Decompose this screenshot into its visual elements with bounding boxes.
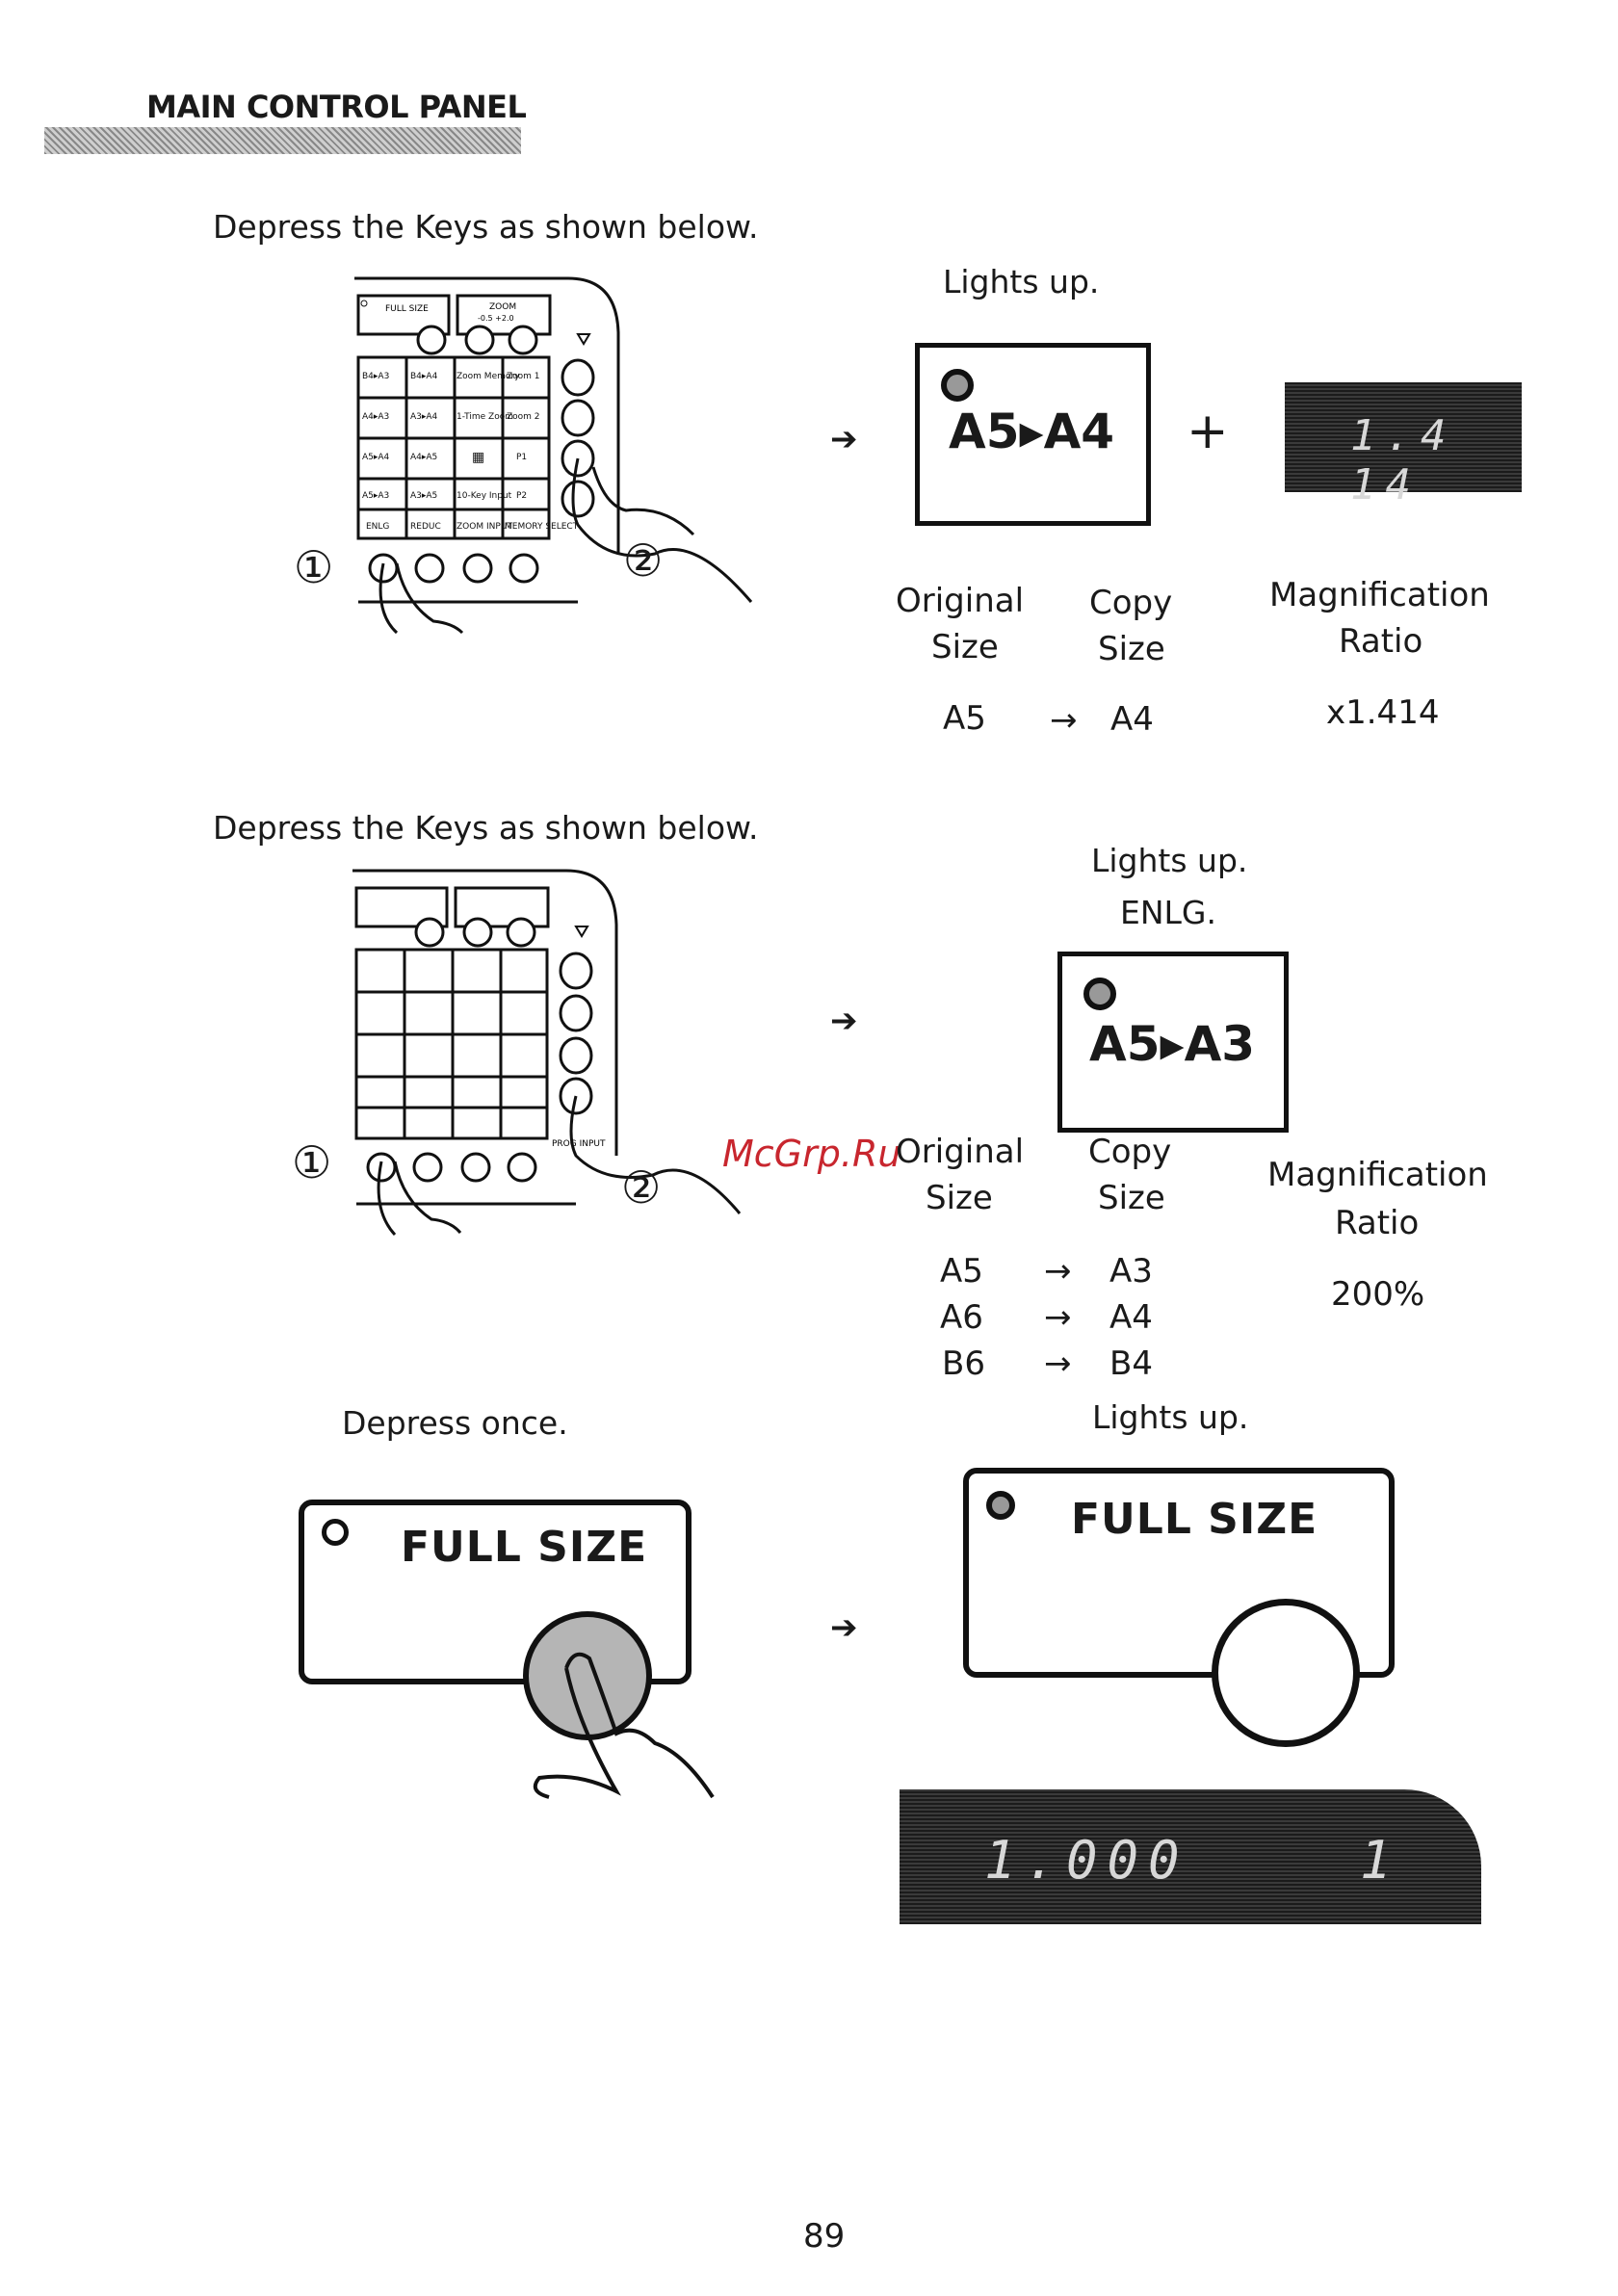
col-ratio-line2-2: Ratio	[1335, 1204, 1420, 1242]
key-a4-a3: A4▸A3	[362, 412, 389, 422]
col-copy-line2-2: Size	[1098, 1179, 1165, 1217]
page-number: 89	[803, 2217, 846, 2256]
lights-up-label-3: Lights up.	[1092, 1398, 1249, 1436]
size-display-box-2: A5▸A3	[1057, 952, 1289, 1133]
key-reduc: REDUC	[410, 522, 441, 532]
row2-original: A6	[940, 1298, 983, 1337]
key-zoom-1: Zoom 1	[507, 372, 540, 381]
col-ratio-line2: Ratio	[1339, 622, 1423, 661]
col-copy-line2: Size	[1098, 630, 1165, 668]
calculator-icon: ▦	[472, 450, 484, 465]
step-marker-2: ②	[623, 535, 664, 587]
ratio-value-2: 200%	[1331, 1275, 1425, 1314]
col-original-line2-2: Size	[926, 1179, 993, 1217]
col-original-line2: Size	[931, 628, 999, 666]
ratio-value: x1.414	[1326, 693, 1440, 732]
col-copy-line1-2: Copy	[1088, 1133, 1172, 1171]
col-original-line1-2: Original	[896, 1133, 1025, 1171]
key-b4-a3: B4▸A3	[362, 372, 389, 381]
full-size-key-label: FULL SIZE	[385, 304, 429, 314]
size-display-box-1: A5▸A4	[915, 343, 1151, 526]
step-marker-1b: ①	[292, 1136, 332, 1188]
size-display-text: A5▸A4	[949, 404, 1115, 459]
row2-copy: A4	[1109, 1298, 1153, 1337]
control-panel-illustration-2: PROG INPUT	[287, 867, 769, 1242]
key-a3-a4: A3▸A4	[410, 412, 438, 422]
full-size-key-circle	[1212, 1599, 1360, 1747]
step-marker-2b: ②	[621, 1161, 662, 1213]
led-ratio-value: 1.000	[984, 1830, 1189, 1891]
title-underline-bar	[44, 127, 521, 154]
key-a5-a3: A5▸A3	[362, 491, 389, 501]
key-10-key-input: 10-Key Input	[457, 491, 512, 501]
col-original-line1: Original	[896, 582, 1025, 620]
copy-size-value: A4	[1110, 700, 1154, 739]
indicator-lamp-icon-off	[322, 1519, 349, 1546]
step-marker-1: ①	[294, 541, 334, 593]
row3-original: B6	[942, 1344, 985, 1383]
original-size-value: A5	[943, 699, 986, 738]
arrow-right-icon: ➔	[830, 420, 858, 458]
instruction-1: Depress the Keys as shown below.	[213, 208, 759, 246]
control-panel-illustration-1: FULL SIZE ZOOM -0.5 +2.0 B4▸A3 B4▸A4 Zoo…	[289, 274, 770, 640]
zoom-range-label: -0.5 +2.0	[478, 314, 514, 323]
lights-up-label-1: Lights up.	[943, 263, 1100, 300]
key-a4-a5: A4▸A5	[410, 453, 437, 462]
key-a5-a4: A5▸A4	[362, 453, 390, 462]
section-title: MAIN CONTROL PANEL	[146, 89, 527, 125]
full-size-label-lit: FULL SIZE	[1071, 1495, 1318, 1544]
full-size-label: FULL SIZE	[401, 1523, 648, 1572]
key-p2: P2	[516, 491, 527, 501]
lights-up-label-2: Lights up.	[1091, 842, 1248, 879]
arrow-icon: →	[1044, 1298, 1072, 1337]
led-value: 1.4 14	[1350, 411, 1456, 509]
key-grid	[356, 355, 551, 540]
led-count-value: 1	[1360, 1830, 1401, 1891]
row1-original: A5	[940, 1252, 983, 1291]
arrow-icon: →	[1044, 1344, 1072, 1383]
pressing-hand-illustration	[520, 1608, 780, 1830]
key-zoom-2: Zoom 2	[507, 412, 540, 422]
magnification-led-display: 1.4 14	[1285, 382, 1522, 509]
arrow-icon: →	[1044, 1252, 1072, 1291]
indicator-lamp-icon-2	[1083, 978, 1116, 1010]
key-one-time-zoom: 1-Time Zoom	[457, 412, 513, 422]
arrow-right-icon-3: ➔	[830, 1608, 858, 1647]
indicator-lamp-icon	[941, 369, 974, 402]
key-zoom-memory: Zoom Memory	[457, 372, 520, 381]
instruction-3: Depress once.	[342, 1404, 568, 1442]
key-enlg: ENLG	[366, 522, 389, 532]
arrow-right-icon-2: ➔	[830, 1002, 858, 1040]
indicator-lamp-icon-on	[986, 1491, 1015, 1520]
enlg-label: ENLG.	[1120, 894, 1216, 931]
size-display-text-2: A5▸A3	[1089, 1016, 1256, 1072]
copy-count-led-display: 1.000 1	[900, 1789, 1481, 1924]
prog-input-label: PROG INPUT	[552, 1139, 606, 1149]
col-ratio-line1-2: Magnification	[1267, 1156, 1488, 1194]
row1-copy: A3	[1109, 1252, 1153, 1291]
row3-copy: B4	[1109, 1344, 1153, 1383]
key-b4-a4: B4▸A4	[410, 372, 438, 381]
key-memory-select: MEMORY SELECT	[505, 522, 579, 532]
watermark: McGrp.Ru	[722, 1133, 901, 1175]
key-a3-a5: A3▸A5	[410, 491, 437, 501]
col-copy-line1: Copy	[1089, 584, 1173, 622]
key-p1: P1	[516, 453, 527, 462]
key-zoom-input: ZOOM INPUT	[457, 522, 512, 532]
arrow-icon: →	[1050, 701, 1078, 740]
plus-sign: +	[1187, 403, 1229, 460]
instruction-2: Depress the Keys as shown below.	[213, 809, 759, 847]
zoom-key-label: ZOOM	[489, 302, 516, 312]
col-ratio-line1: Magnification	[1269, 576, 1490, 614]
